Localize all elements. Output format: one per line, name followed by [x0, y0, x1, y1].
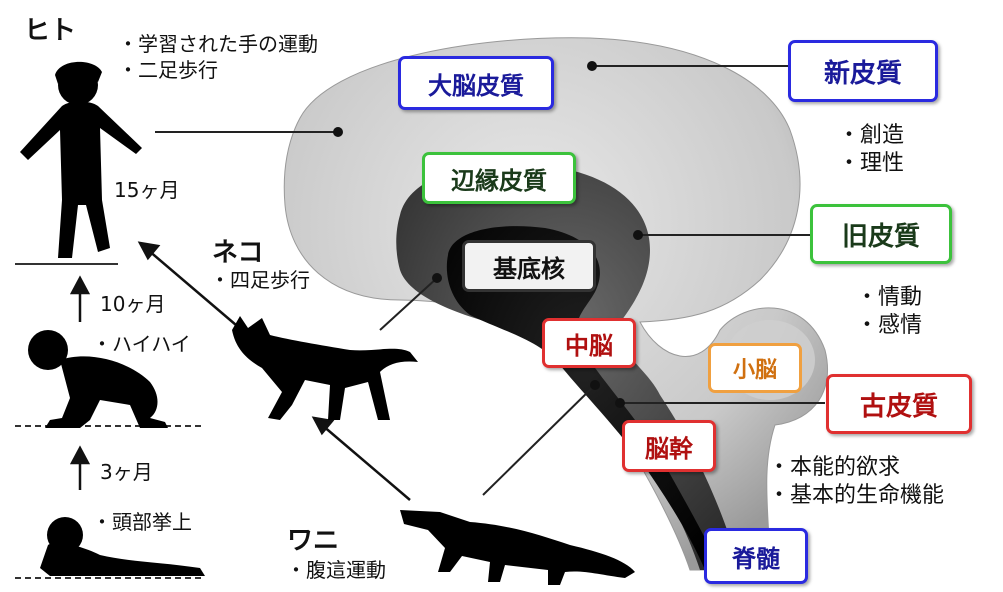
age-15-months: 15ヶ月	[114, 178, 180, 202]
cerebellum-box: 小脳	[708, 343, 802, 393]
cat-trait: ・四足歩行	[210, 268, 310, 292]
human-trait-1: ・学習された手の運動	[118, 32, 318, 56]
leader-dots	[333, 61, 643, 408]
spinal-cord-box: 脊髄	[704, 528, 808, 584]
toddler-silhouette	[20, 61, 142, 258]
crocodile-silhouette	[400, 510, 635, 585]
crawling-baby-silhouette	[28, 330, 168, 428]
limbic-box: 辺縁皮質	[422, 152, 576, 204]
cat-silhouette	[232, 316, 418, 420]
leader-lines	[155, 65, 825, 496]
crawl-label: ・ハイハイ	[92, 332, 191, 356]
archicortex-trait-1: ・情動	[856, 285, 923, 310]
lying-baby-silhouette	[40, 517, 205, 576]
basal-ganglia-box: 基底核	[462, 240, 596, 292]
brainstem-box: 脳幹	[622, 420, 716, 472]
paleocortex-trait-2: ・基本的生命機能	[768, 483, 945, 508]
head-lift-label: ・頭部挙上	[92, 510, 192, 534]
paleocortex-box: 古皮質	[826, 374, 972, 434]
neocortex-box: 新皮質	[788, 40, 938, 102]
paleocortex-trait-1: ・本能的欲求	[768, 455, 901, 480]
human-title: ヒト	[24, 16, 77, 46]
croc-title: ワニ	[287, 526, 340, 556]
age-10-months: 10ヶ月	[100, 292, 166, 316]
arrows	[69, 241, 411, 501]
cerebrum-box: 大脳皮質	[398, 56, 554, 110]
midbrain-box: 中脳	[542, 318, 636, 368]
croc-trait: ・腹這運動	[286, 558, 386, 582]
human-trait-2: ・二足歩行	[118, 58, 218, 82]
cat-title: ネコ	[212, 238, 264, 268]
neocortex-trait-2: ・理性	[838, 151, 905, 176]
neocortex-trait-1: ・創造	[838, 123, 905, 148]
archicortex-box: 旧皮質	[810, 204, 952, 264]
age-3-months: 3ヶ月	[100, 460, 153, 484]
brain-core-layer	[446, 226, 720, 570]
archicortex-trait-2: ・感情	[856, 313, 923, 338]
